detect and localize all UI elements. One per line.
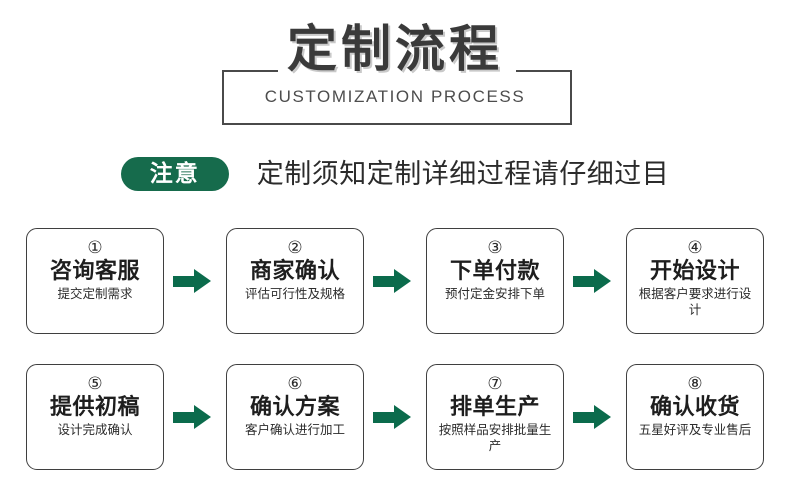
arrow-right-icon [364, 402, 426, 432]
arrow-head [194, 405, 211, 429]
notice-text: 定制须知定制详细过程请仔细过目 [256, 158, 670, 189]
arrow-head [594, 269, 611, 293]
step-number: ⑧ [687, 373, 703, 393]
flow-step-card-5: ⑤ 提供初稿 设计完成确认 [26, 364, 164, 470]
step-subtitle: 客户确认进行加工 [244, 423, 345, 438]
flow-row-1: ① 咨询客服 提交定制需求 ② 商家确认 评估可行性及规格 ③ 下单付款 预付定… [0, 222, 790, 340]
arrow-right-icon [364, 266, 426, 296]
step-subtitle: 设计完成确认 [57, 423, 133, 438]
step-subtitle: 提交定制需求 [57, 287, 133, 302]
step-title: 下单付款 [449, 258, 540, 283]
arrow-right-icon [164, 402, 226, 432]
step-title: 商家确认 [249, 258, 340, 283]
arrow-right-icon [164, 266, 226, 296]
header-title-mask [278, 62, 516, 80]
page-subtitle: CUSTOMIZATION PROCESS [264, 87, 526, 106]
step-subtitle: 预付定金安排下单 [444, 287, 545, 302]
arrow-head [594, 405, 611, 429]
page-title: 定制流程 [287, 21, 503, 77]
flow-diagram: ① 咨询客服 提交定制需求 ② 商家确认 评估可行性及规格 ③ 下单付款 预付定… [0, 222, 790, 476]
flow-step-card-7: ⑦ 排单生产 按照样品安排批量生产 [426, 364, 564, 470]
flow-step-card-6: ⑥ 确认方案 客户确认进行加工 [226, 364, 364, 470]
step-subtitle: 五星好评及专业售后 [638, 423, 752, 438]
step-number: ⑥ [287, 373, 303, 393]
arrow-right-icon [564, 266, 626, 296]
step-number: ② [287, 237, 303, 257]
step-title: 确认方案 [249, 394, 340, 419]
flow-step-card-1: ① 咨询客服 提交定制需求 [26, 228, 164, 334]
step-number: ④ [687, 237, 703, 257]
flow-step-card-8: ⑧ 确认收货 五星好评及专业售后 [626, 364, 764, 470]
step-subtitle: 按照样品安排批量生产 [438, 423, 552, 453]
step-subtitle: 评估可行性及规格 [244, 287, 345, 302]
flow-step-card-4: ④ 开始设计 根据客户要求进行设计 [626, 228, 764, 334]
step-title: 开始设计 [649, 258, 740, 283]
flow-row-2: ⑤ 提供初稿 设计完成确认 ⑥ 确认方案 客户确认进行加工 ⑦ 排单生产 按照样… [0, 358, 790, 476]
arrow-head [394, 405, 411, 429]
step-title: 确认收货 [649, 394, 740, 419]
arrow-head [194, 269, 211, 293]
arrow-right-icon [564, 402, 626, 432]
step-number: ③ [487, 237, 503, 257]
notice-row: 注意 定制须知定制详细过程请仔细过目 [0, 150, 790, 198]
arrow-shaft [573, 412, 596, 423]
page-header: 定制流程 CUSTOMIZATION PROCESS [0, 0, 790, 140]
arrow-shaft [173, 412, 196, 423]
arrow-shaft [373, 412, 396, 423]
step-title: 咨询客服 [49, 258, 140, 283]
arrow-shaft [173, 276, 196, 287]
step-title: 排单生产 [449, 394, 540, 419]
step-subtitle: 根据客户要求进行设计 [638, 287, 752, 317]
arrow-head [394, 269, 411, 293]
arrow-shaft [573, 276, 596, 287]
step-number: ⑦ [487, 373, 503, 393]
step-title: 提供初稿 [49, 394, 140, 419]
flow-step-card-3: ③ 下单付款 预付定金安排下单 [426, 228, 564, 334]
arrow-shaft [373, 276, 396, 287]
notice-badge: 注意 [120, 157, 229, 191]
flow-step-card-2: ② 商家确认 评估可行性及规格 [226, 228, 364, 334]
step-number: ⑤ [87, 373, 103, 393]
step-number: ① [87, 237, 103, 257]
